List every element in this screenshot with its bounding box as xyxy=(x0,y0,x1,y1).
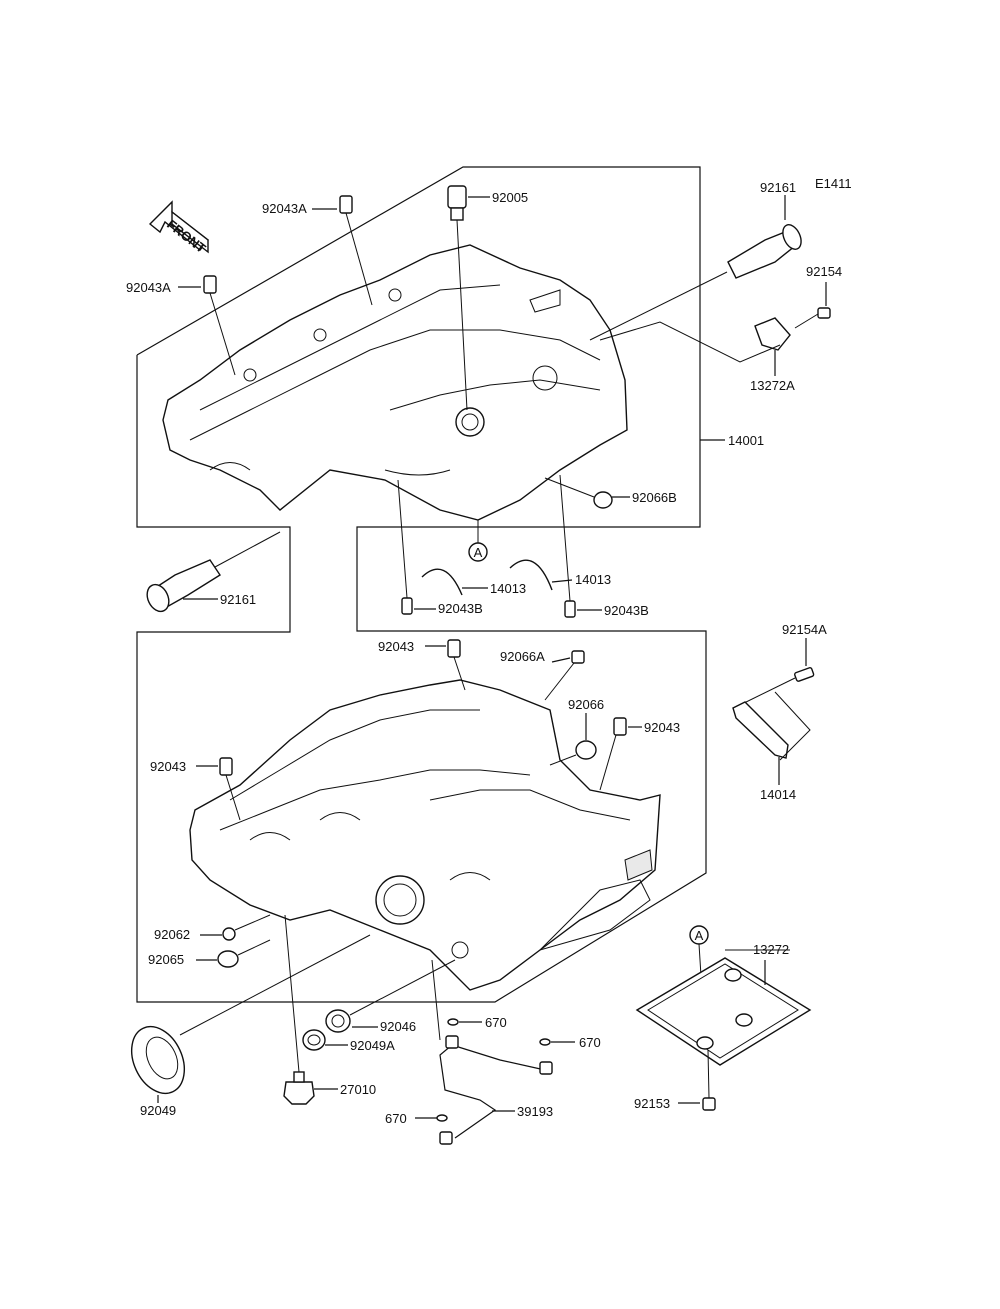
dowel-92043b-2: 92043B xyxy=(559,474,649,618)
front-arrow-icon: FRONT xyxy=(148,200,209,256)
jet-92005: 92005 xyxy=(447,185,528,411)
svg-text:92043: 92043 xyxy=(150,759,186,774)
diagram-code: E1411 xyxy=(815,176,852,191)
plug-92066b: 92066B xyxy=(544,477,677,509)
ref-marker-a-top: A xyxy=(468,520,488,562)
dowel-92043a-2: 92043A xyxy=(126,275,236,376)
plate-14014: 14014 xyxy=(732,691,811,802)
svg-text:14013: 14013 xyxy=(575,572,611,587)
svg-text:92065: 92065 xyxy=(148,952,184,967)
svg-text:14014: 14014 xyxy=(760,787,796,802)
svg-text:92043B: 92043B xyxy=(438,601,483,616)
svg-text:27010: 27010 xyxy=(340,1082,376,1097)
svg-text:92049A: 92049A xyxy=(350,1038,395,1053)
plug-92066a: 92066A xyxy=(500,649,585,701)
svg-text:39193: 39193 xyxy=(517,1104,553,1119)
bolt-92153: 92153 xyxy=(634,1049,716,1111)
dowel-92043-2: 92043 xyxy=(599,717,680,791)
dowel-92043-3: 92043 xyxy=(150,757,241,821)
dowel-92043-1: 92043 xyxy=(378,639,466,691)
svg-text:13272A: 13272A xyxy=(750,378,795,393)
svg-text:92161: 92161 xyxy=(760,180,796,195)
bearing-92046: 92046 xyxy=(325,959,456,1034)
svg-text:92153: 92153 xyxy=(634,1096,670,1111)
bearing-14013-2: 14013 xyxy=(509,559,611,591)
svg-text:670: 670 xyxy=(485,1015,507,1030)
svg-text:670: 670 xyxy=(579,1035,601,1050)
dowel-92043b-1: 92043B xyxy=(397,479,483,616)
svg-text:92161: 92161 xyxy=(220,592,256,607)
oil-pipe-39193: 39193 xyxy=(431,959,553,1145)
svg-text:13272: 13272 xyxy=(753,942,789,957)
damper-92161-bottom: 92161 xyxy=(146,531,281,613)
bearing-14013-1: 14013 xyxy=(421,568,526,596)
svg-text:92043A: 92043A xyxy=(126,280,171,295)
damper-92161-top: 92161 xyxy=(589,180,802,341)
svg-text:92043: 92043 xyxy=(644,720,680,735)
bolt-92154: 92154 xyxy=(794,264,842,329)
plug-92065: 92065 xyxy=(148,939,271,968)
svg-text:670: 670 xyxy=(385,1111,407,1126)
switch-27010: 27010 xyxy=(283,914,376,1105)
svg-text:92043A: 92043A xyxy=(262,201,307,216)
svg-text:92043: 92043 xyxy=(378,639,414,654)
bolt-92154a: 92154A xyxy=(739,622,827,706)
crankcase-assy-14001: 14001 xyxy=(700,433,764,448)
svg-text:92049: 92049 xyxy=(140,1103,176,1118)
seal-92049: 92049 xyxy=(130,934,371,1118)
svg-text:A: A xyxy=(695,928,704,943)
svg-text:92043B: 92043B xyxy=(604,603,649,618)
svg-text:92062: 92062 xyxy=(154,927,190,942)
washer-670-3: 670 xyxy=(385,1111,448,1126)
dowel-92043a-1: 92043A xyxy=(262,195,373,306)
svg-text:92005: 92005 xyxy=(492,190,528,205)
svg-text:14013: 14013 xyxy=(490,581,526,596)
plug-92066: 92066 xyxy=(549,697,604,766)
svg-text:14001: 14001 xyxy=(728,433,764,448)
svg-text:92046: 92046 xyxy=(380,1019,416,1034)
upper-frame xyxy=(136,166,707,1003)
svg-text:92154: 92154 xyxy=(806,264,842,279)
svg-text:92066A: 92066A xyxy=(500,649,545,664)
svg-text:92154A: 92154A xyxy=(782,622,827,637)
oil-pan-gasket-13272: 13272 xyxy=(635,942,812,1066)
washer-670-1: 670 xyxy=(447,1015,507,1030)
washer-670-2: 670 xyxy=(539,1035,601,1050)
seal-92049a: 92049A xyxy=(302,1029,395,1053)
lower-crankcase xyxy=(189,679,661,991)
plug-92062: 92062 xyxy=(154,914,271,942)
bracket-13272a: 13272A xyxy=(599,317,795,393)
svg-text:A: A xyxy=(474,545,483,560)
upper-crankcase xyxy=(162,244,628,521)
svg-text:92066B: 92066B xyxy=(632,490,677,505)
svg-text:92066: 92066 xyxy=(568,697,604,712)
